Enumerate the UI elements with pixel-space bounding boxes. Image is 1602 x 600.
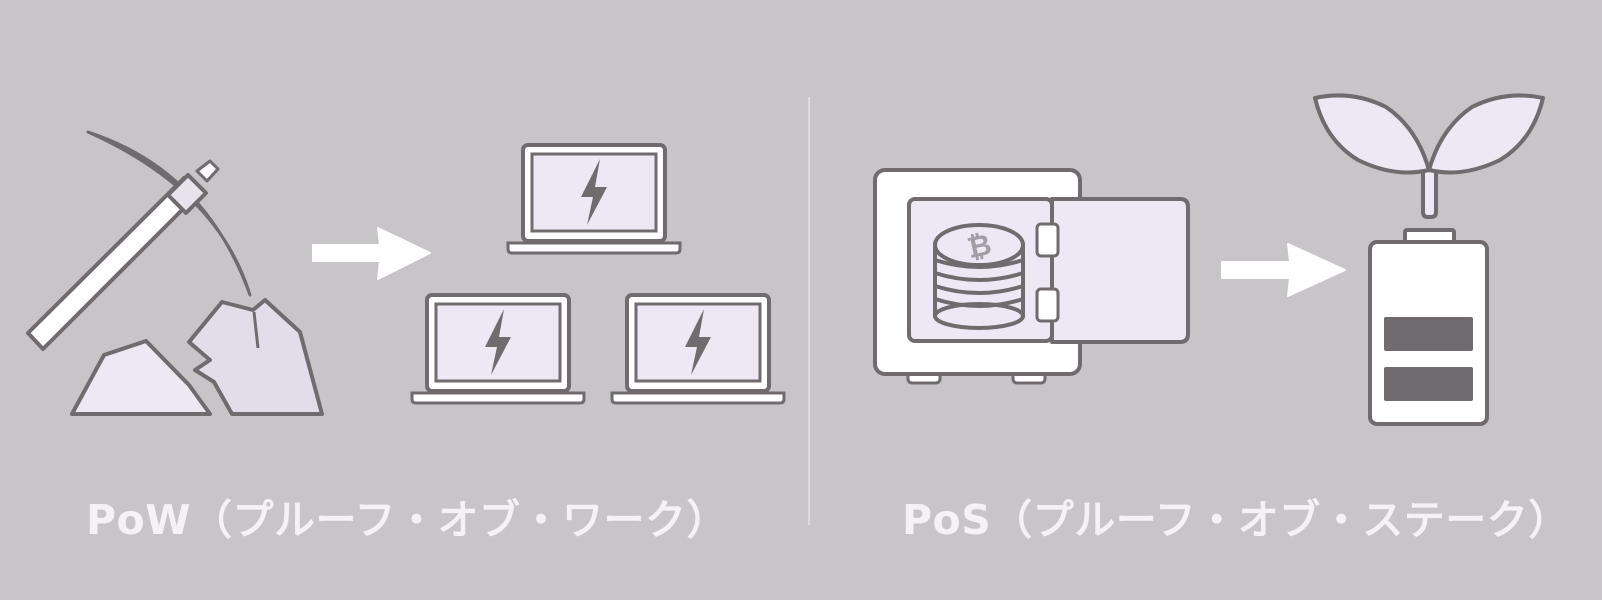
pow-caption: PoW（プルーフ・オブ・ワーク） <box>86 496 728 544</box>
pos-caption: PoS（プルーフ・オブ・ステーク） <box>902 496 1570 544</box>
arrow-right-icon <box>312 227 431 280</box>
rock-icon <box>70 298 324 416</box>
laptop-lightning-icon <box>410 143 786 405</box>
arrow-right-icon <box>1221 243 1346 297</box>
sprout-icon <box>1313 93 1545 219</box>
safe-icon <box>873 168 1190 385</box>
pickaxe-icon <box>26 130 252 351</box>
battery-icon <box>1368 228 1489 426</box>
bitcoin-coin-stack-icon: ₿ <box>933 223 1025 330</box>
